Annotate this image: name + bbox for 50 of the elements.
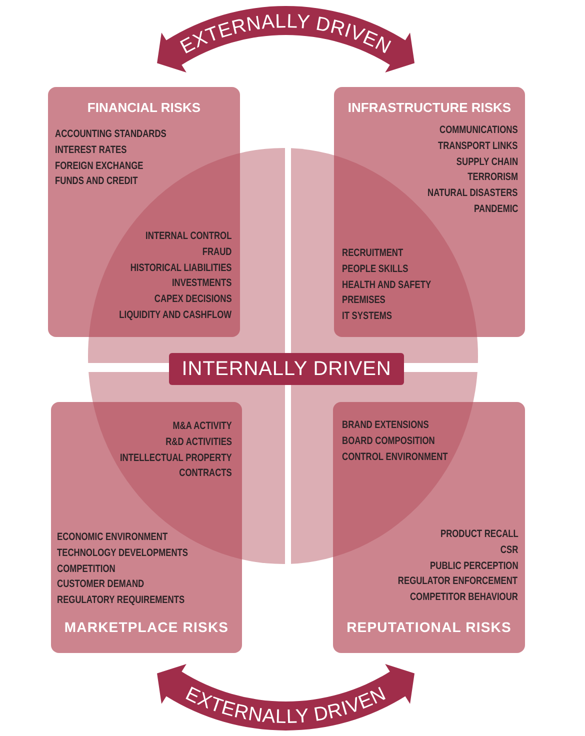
risk-item: PANDEMIC (474, 202, 518, 216)
risk-panel (51, 402, 242, 653)
risk-item: RECRUITMENT (342, 246, 404, 260)
panel-heading: MARKETPLACE RISKS (64, 619, 229, 635)
risk-item: COMPETITOR BEHAVIOUR (410, 590, 518, 604)
risk-item: CONTROL ENVIRONMENT (342, 450, 448, 464)
risk-panel (48, 87, 240, 337)
risk-item: FRAUD (202, 244, 232, 259)
risk-item: BOARD COMPOSITION (342, 434, 435, 448)
direction-arrow (157, 6, 415, 72)
risk-item: INVESTMENTS (172, 276, 232, 290)
risk-item: COMPETITION (57, 562, 116, 576)
risk-item: BRAND EXTENSIONS (342, 418, 429, 432)
risk-item: TRANSPORT LINKS (438, 138, 518, 153)
risk-item: INTEREST RATES (55, 142, 127, 157)
risk-item: CAPEX DECISIONS (154, 292, 232, 306)
risk-panel (333, 402, 525, 653)
panel-heading: REPUTATIONAL RISKS (346, 619, 512, 635)
risk-item: PREMISES (342, 293, 386, 308)
risk-item: REGULATORY REQUIREMENTS (57, 593, 185, 608)
risk-item: TERRORISM (468, 170, 518, 184)
risk-item: REGULATOR ENFORCEMENT (398, 574, 518, 588)
risk-item: CONTRACTS (179, 466, 232, 480)
risk-item: CUSTOMER DEMAND (57, 577, 144, 592)
risk-item: HISTORICAL LIABILITIES (130, 260, 232, 275)
risk-item: R&D ACTIVITIES (166, 434, 232, 449)
risk-item: SUPPLY CHAIN (456, 154, 518, 169)
risk-item: PEOPLE SKILLS (342, 262, 408, 276)
panel-heading: FINANCIAL RISKS (87, 100, 201, 116)
risk-item: ECONOMIC ENVIRONMENT (57, 530, 168, 544)
direction-arrow (157, 664, 415, 730)
risk-item: LIQUIDITY AND CASHFLOW (120, 308, 232, 322)
risk-item: PUBLIC PERCEPTION (430, 558, 518, 573)
risk-item: HEALTH AND SAFETY (342, 278, 432, 292)
risk-item: NATURAL DISASTERS (428, 186, 518, 200)
risk-item: COMMUNICATIONS (440, 123, 518, 137)
risk-item: CSR (500, 542, 518, 557)
risk-item: PRODUCT RECALL (440, 527, 518, 541)
risk-item: FOREIGN EXCHANGE (55, 158, 144, 173)
risk-item: IT SYSTEMS (342, 309, 392, 324)
risk-item: TECHNOLOGY DEVELOPMENTS (57, 546, 188, 560)
risk-panel (334, 87, 525, 337)
banner-text: INTERNALLY DRIVEN (182, 358, 392, 380)
risk-item: INTELLECTUAL PROPERTY (120, 450, 232, 465)
risk-item: ACCOUNTING STANDARDS (55, 127, 166, 141)
risk-item: INTERNAL CONTROL (146, 229, 232, 243)
panel-heading: INFRASTRUCTURE RISKS (348, 100, 512, 116)
risk-item: M&A ACTIVITY (172, 419, 232, 433)
risk-item: FUNDS AND CREDIT (55, 174, 138, 188)
title-banner (169, 353, 404, 385)
